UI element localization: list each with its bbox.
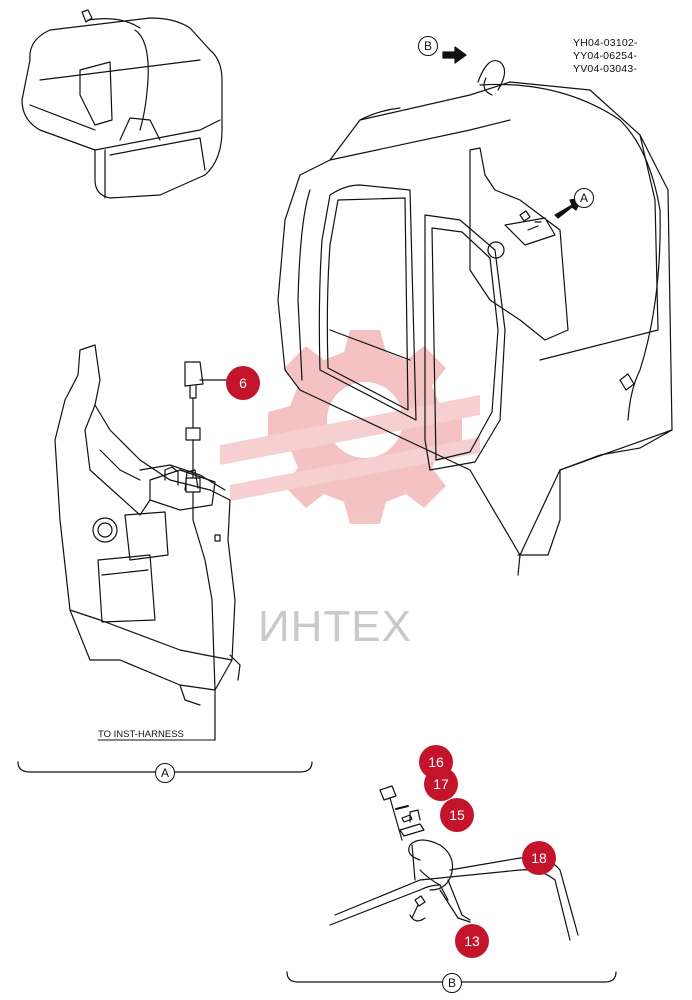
watermark-text: ИНТЕХ	[258, 602, 412, 651]
section-a-console	[54, 344, 241, 741]
arrow-b	[442, 46, 467, 64]
watermark-gear	[220, 330, 480, 524]
serial-range-2: YY04-06254-	[573, 50, 638, 62]
callout-15[interactable]: 15	[440, 798, 474, 832]
cab-overview-sketch	[21, 9, 223, 199]
view-marker-b: B	[418, 36, 438, 56]
view-marker-a: A	[574, 188, 594, 208]
section-a-label: A	[155, 763, 175, 783]
callout-18[interactable]: 18	[522, 841, 556, 875]
serial-range-3: YV04-03043-	[573, 63, 638, 75]
serial-range-1: YH04-03102-	[573, 37, 638, 49]
callout-13[interactable]: 13	[455, 924, 489, 958]
to-inst-harness-note: TO INST-HARNESS	[98, 729, 184, 740]
callout-17[interactable]: 17	[424, 767, 458, 801]
cab-main-view	[277, 60, 673, 576]
section-b-label: B	[442, 973, 462, 993]
callout-6[interactable]: 6	[226, 366, 260, 400]
